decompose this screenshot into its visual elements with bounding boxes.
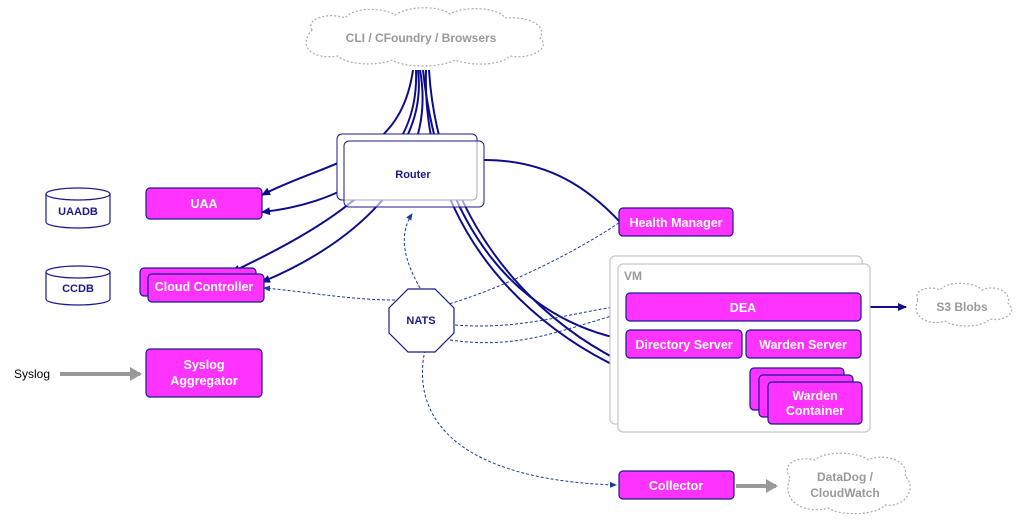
nats-to-router-dash bbox=[403, 213, 421, 289]
nats-to-dea-dash-2 bbox=[449, 310, 627, 344]
dea-label: DEA bbox=[730, 301, 756, 315]
nats-label: NATS bbox=[406, 315, 435, 327]
collector-node[interactable]: Collector bbox=[618, 470, 735, 500]
gray-arrows bbox=[60, 367, 778, 493]
collector-label: Collector bbox=[649, 479, 703, 493]
ccdb-label: CCDB bbox=[62, 283, 94, 295]
directory-server-node[interactable]: Directory Server bbox=[625, 329, 743, 359]
cloud-controller-node[interactable]: Cloud Controller bbox=[139, 267, 265, 303]
nats-to-cloud-controller-dash bbox=[263, 285, 396, 301]
uaadb-cylinder: UAADB bbox=[45, 187, 111, 229]
warden-server-label: Warden Server bbox=[759, 338, 847, 352]
router-node[interactable]: Router bbox=[336, 133, 485, 208]
cli-cloud-label: CLI / CFoundry / Browsers bbox=[346, 31, 497, 45]
cloud-controller-label: Cloud Controller bbox=[155, 280, 254, 294]
nats-to-dea-dash bbox=[454, 302, 627, 327]
warden-container-label-1: Warden bbox=[792, 389, 837, 403]
vm-label: VM bbox=[624, 269, 642, 283]
nats-to-health-manager-dash bbox=[444, 221, 621, 306]
directory-server-label: Directory Server bbox=[635, 338, 732, 352]
cli-to-directory-server-line bbox=[422, 69, 627, 343]
syslog-label: Syslog bbox=[14, 367, 50, 381]
warden-container-label-2: Container bbox=[786, 404, 844, 418]
nats-to-collector-dash bbox=[421, 349, 617, 488]
datadog-cloud: DataDog / CloudWatch bbox=[786, 452, 911, 515]
nats-node[interactable]: NATS bbox=[388, 288, 455, 353]
uaa-node[interactable]: UAA bbox=[145, 187, 263, 220]
dea-node[interactable]: DEA bbox=[625, 292, 862, 322]
s3-blobs-cloud: S3 Blobs bbox=[915, 282, 1013, 327]
warden-server-node[interactable]: Warden Server bbox=[745, 329, 862, 359]
router-to-health-manager-line bbox=[483, 159, 621, 223]
health-manager-node[interactable]: Health Manager bbox=[618, 207, 734, 237]
warden-container-node[interactable]: Warden Container bbox=[749, 367, 863, 425]
s3-blobs-label: S3 Blobs bbox=[936, 300, 988, 314]
ccdb-cylinder: CCDB bbox=[45, 265, 111, 306]
health-manager-label: Health Manager bbox=[629, 216, 722, 230]
datadog-label-2: CloudWatch bbox=[810, 486, 880, 500]
syslog-aggregator-label-1: Syslog bbox=[184, 358, 225, 372]
cli-cloud: CLI / CFoundry / Browsers bbox=[305, 7, 544, 67]
syslog-aggregator-node[interactable]: Syslog Aggregator bbox=[145, 348, 263, 398]
datadog-label-1: DataDog / bbox=[817, 470, 874, 484]
uaa-label: UAA bbox=[190, 197, 217, 211]
syslog-aggregator-label-2: Aggregator bbox=[170, 374, 238, 388]
router-label: Router bbox=[395, 169, 431, 181]
dashed-connections bbox=[263, 213, 627, 488]
uaadb-label: UAADB bbox=[58, 206, 98, 218]
